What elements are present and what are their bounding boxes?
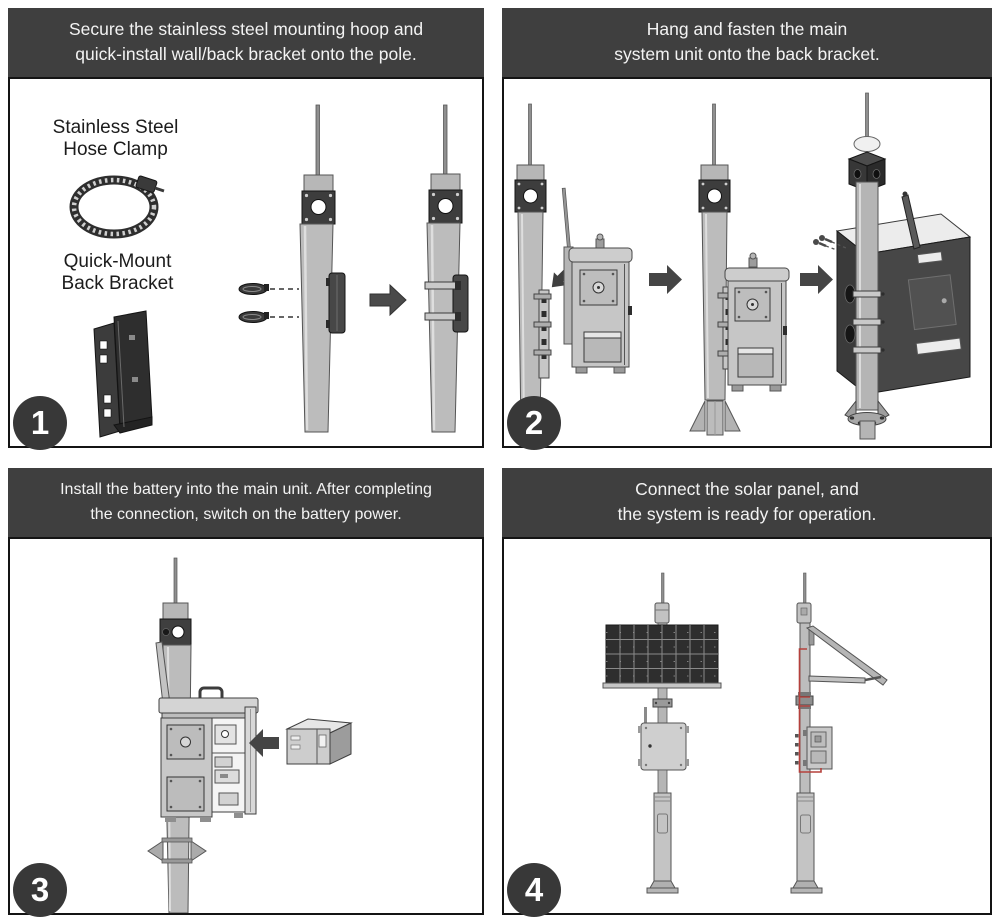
step-4-illustration-area [502,537,992,915]
step-number-badge: 2 [507,396,561,450]
main-unit-drawing [561,187,633,374]
hose-clamp-drawing [69,175,165,239]
hose-clamp-band-icon [238,311,299,323]
instruction-text-line: the connection, switch on the battery po… [90,506,402,523]
arrow-right-icon [369,283,407,317]
front-view-drawing [602,572,722,894]
step-3-illustration [147,557,353,913]
back-bracket-label-line: Back Bracket [61,273,174,294]
step-2-panel: Hang and fasten the main system unit ont… [502,8,992,450]
step-4-illustration [602,572,888,894]
pole-with-loose-parts-drawing [238,104,346,433]
step-1-instruction: Secure the stainless steel mounting hoop… [8,8,484,77]
step-4-instruction: Connect the solar panel, and the system … [502,468,992,537]
step-2-illustration [514,92,972,440]
back-bracket-label-line: Quick-Mount [63,251,172,272]
side-view-drawing [790,572,888,894]
solar-panel-drawing [602,624,722,689]
step-3-illustration-area [8,537,484,915]
hose-clamp-label-line: Hose Clamp [63,139,168,160]
instruction-text-line: Hang and fasten the main [646,19,848,39]
step-number-badge: 3 [13,863,67,917]
instruction-text-line: Secure the stainless steel mounting hoop… [68,19,424,39]
hose-clamp-band-icon [238,283,299,295]
step-3-panel: Install the battery into the main unit. … [8,468,484,917]
back-bracket-drawing [93,310,153,438]
back-bracket-label: Quick-Mount Back Bracket [35,251,200,295]
step-3-instruction: Install the battery into the main unit. … [8,468,484,537]
instruction-text-line: Install the battery into the main unit. … [60,481,432,498]
loose-bracket-drawing [326,272,346,334]
pole-with-unit-attached-drawing [689,103,790,436]
pole-with-unit-isometric-drawing [819,92,972,440]
arrow-right-icon [649,265,682,294]
instruction-text-line: quick-install wall/back bracket onto the… [75,44,417,64]
instruction-text-line: system unit onto the back bracket. [614,44,880,64]
pole-with-rail-drawing [514,103,552,434]
step-4-panel: Connect the solar panel, and the system … [502,468,992,917]
instruction-text-line: the system is ready for operation. [617,504,877,524]
step-1-illustration-area: Stainless Steel Hose Clamp Quick-Mount B… [8,77,484,448]
instruction-text-line: Connect the solar panel, and [635,479,859,499]
main-unit-open-drawing [158,686,259,822]
step-1-panel: Secure the stainless steel mounting hoop… [8,8,484,450]
step-1-illustration [69,104,469,438]
screw-icon [819,235,847,249]
step-2-illustration-area [502,77,992,448]
arrow-right-icon [800,265,833,294]
pole-with-bracket-attached-drawing [424,104,469,433]
step-number-badge: 4 [507,863,561,917]
solar-bracket-drawing [805,625,888,686]
step-2-instruction: Hang and fasten the main system unit ont… [502,8,992,77]
arrow-left-icon [249,729,279,757]
hose-clamp-label-line: Stainless Steel [52,117,179,138]
battery-drawing [285,718,353,765]
step-number-badge: 1 [13,396,67,450]
power-cable-drawing [798,648,822,773]
hose-clamp-label: Stainless Steel Hose Clamp [38,117,193,161]
